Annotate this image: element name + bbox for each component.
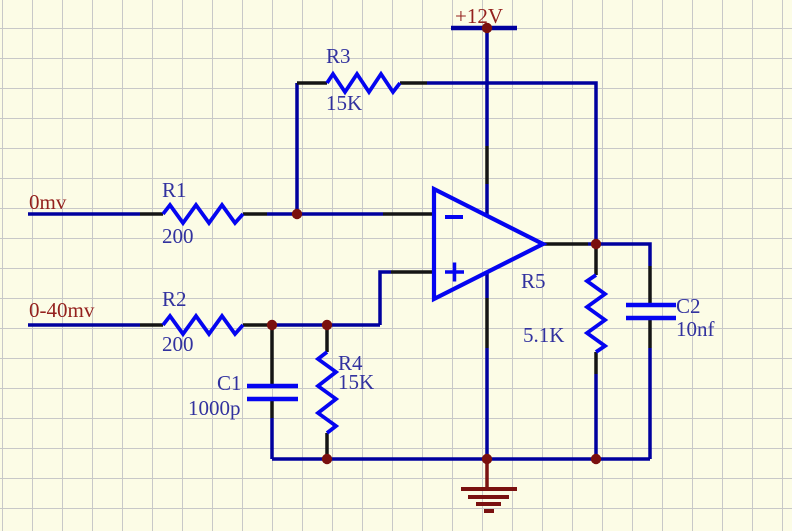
wire-feedback[interactable] — [427, 81, 598, 244]
junction-dot — [481, 22, 493, 34]
ground-symbol[interactable] — [461, 461, 517, 513]
c2-designator-label[interactable]: C2 — [676, 294, 701, 318]
opamp-triangle[interactable] — [431, 185, 548, 303]
junction-dot — [321, 319, 333, 331]
c1-value-label[interactable]: 1000p — [188, 396, 241, 420]
r4-value-label[interactable]: 15K — [338, 370, 374, 394]
capacitor-C2[interactable] — [626, 302, 676, 321]
opamp[interactable] — [431, 185, 548, 303]
junction-dot — [481, 453, 493, 465]
r5-value-label[interactable]: 5.1K — [523, 323, 564, 347]
resistor-R4[interactable] — [314, 350, 340, 435]
resistor-R3[interactable] — [325, 70, 402, 96]
capacitor-C1[interactable] — [247, 383, 298, 402]
net-label-input1[interactable]: 0mv — [29, 190, 67, 214]
junction-dot — [590, 238, 602, 250]
r4-zigzag[interactable] — [314, 350, 340, 435]
r1-zigzag[interactable] — [161, 201, 245, 227]
junction-dots — [266, 22, 602, 465]
ground-bars[interactable] — [461, 487, 517, 513]
junction-dot — [266, 319, 278, 331]
r3-value-label[interactable]: 15K — [326, 91, 362, 115]
c1-designator-label[interactable]: C1 — [217, 371, 242, 395]
r5-designator-label[interactable]: R5 — [521, 269, 546, 293]
wire-noninverting-riser[interactable] — [378, 270, 391, 325]
r1-value-label[interactable]: 200 — [162, 224, 194, 248]
power-label[interactable]: +12V — [455, 4, 503, 28]
r3-zigzag[interactable] — [325, 70, 402, 96]
resistor-R2[interactable] — [161, 312, 245, 338]
r2-zigzag[interactable] — [161, 312, 245, 338]
opamp-noninverting-mark — [445, 262, 464, 282]
wire-output-to-c2[interactable] — [588, 242, 652, 266]
c1-plates[interactable] — [247, 383, 298, 402]
c2-plates[interactable] — [626, 302, 676, 321]
r3-designator-label[interactable]: R3 — [326, 44, 351, 68]
r2-designator-label[interactable]: R2 — [162, 287, 187, 311]
wires — [28, 29, 652, 461]
r2-value-label[interactable]: 200 — [162, 332, 194, 356]
junction-dot — [291, 208, 303, 220]
c2-value-label[interactable]: 10nf — [676, 317, 715, 341]
resistor-R1[interactable] — [161, 201, 245, 227]
r4-designator-label[interactable]: R4 — [338, 351, 363, 375]
resistor-R5[interactable] — [583, 273, 609, 354]
r5-zigzag[interactable] — [583, 273, 609, 354]
junction-dot — [321, 453, 333, 465]
net-label-input2[interactable]: 0-40mv — [29, 298, 95, 322]
r1-designator-label[interactable]: R1 — [162, 178, 187, 202]
junction-dot — [590, 453, 602, 465]
